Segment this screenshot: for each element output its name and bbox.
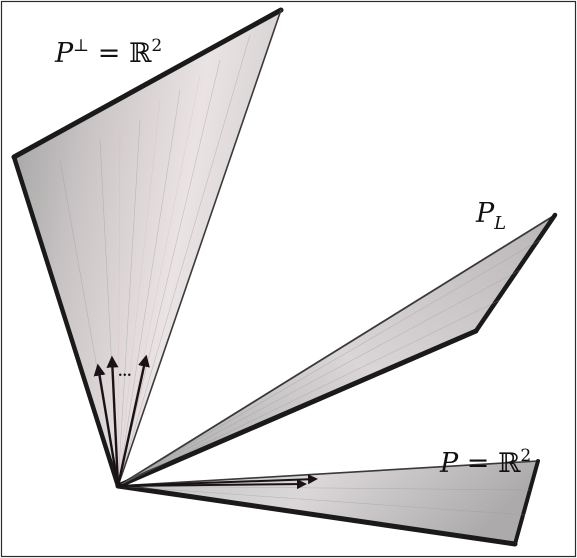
vector-arrow	[116, 354, 150, 487]
vector-arrow	[117, 479, 307, 490]
label-p-perp: P⊥ = ℝ2	[54, 36, 162, 69]
plane-p-perp	[11, 7, 284, 489]
vector-arrow	[93, 363, 120, 487]
vector-arrow	[106, 355, 120, 487]
p-vectors	[117, 474, 318, 490]
label-p: P = ℝ2	[439, 446, 531, 479]
label-p-l: PL	[475, 198, 506, 234]
perp-vectors: ...	[93, 354, 150, 487]
ellipsis-dots: ...	[118, 365, 132, 380]
plane-p-l	[115, 212, 558, 489]
